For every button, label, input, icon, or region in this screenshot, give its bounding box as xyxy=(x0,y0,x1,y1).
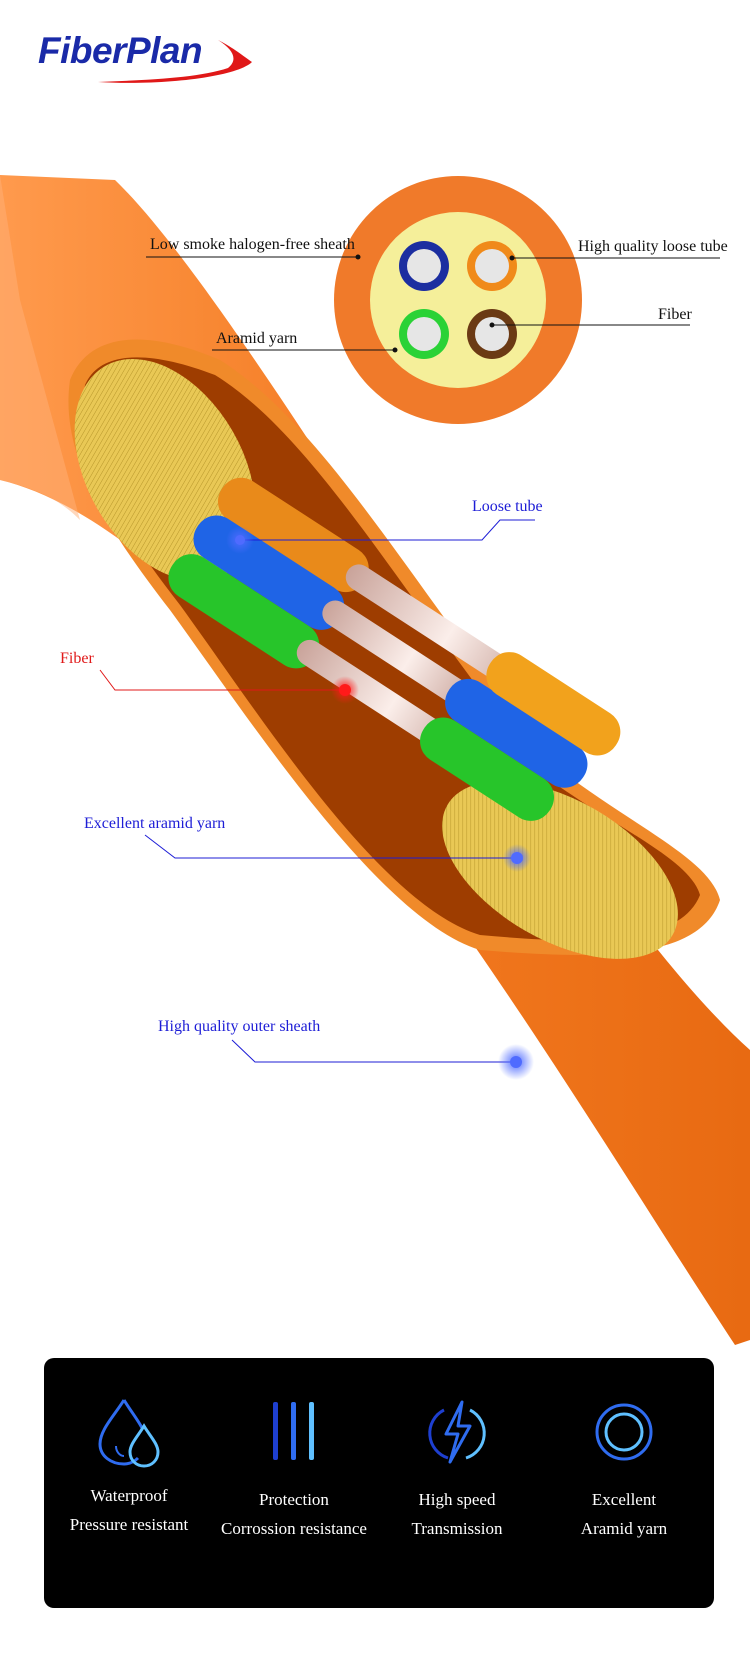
feature-line2: Transmission xyxy=(411,1519,503,1538)
cross-section xyxy=(334,176,582,424)
cable-cutaway xyxy=(68,339,720,959)
feature-aramid: Excellent Aramid yarn xyxy=(539,1358,709,1608)
feature-line1: Excellent xyxy=(591,1490,657,1509)
label-sheath: Low smoke halogen-free sheath xyxy=(150,236,355,253)
label-cable-fiber: Fiber xyxy=(60,650,94,667)
lightning-speed-icon xyxy=(428,1400,486,1464)
feature-line2: Corrossion resistance xyxy=(221,1519,367,1538)
water-drops-icon xyxy=(98,1399,160,1468)
brand-name: FiberPlan xyxy=(38,30,203,71)
feature-line2: Aramid yarn xyxy=(580,1519,668,1538)
features-panel: Waterproof Pressure resistant Protection… xyxy=(44,1358,714,1608)
feature-line1: Waterproof xyxy=(90,1486,168,1505)
brand-logo: FiberPlan xyxy=(38,26,258,86)
label-fiber: Fiber xyxy=(658,306,692,323)
feature-high-speed: High speed Transmission xyxy=(372,1358,542,1608)
cable-illustration xyxy=(0,175,750,1345)
feature-line2: Pressure resistant xyxy=(69,1515,189,1534)
label-cable-outer-sheath: High quality outer sheath xyxy=(158,1018,321,1035)
feature-line1: Protection xyxy=(259,1490,329,1509)
feature-waterproof: Waterproof Pressure resistant xyxy=(44,1358,214,1608)
label-cable-aramid: Excellent aramid yarn xyxy=(84,815,226,832)
label-aramid: Aramid yarn xyxy=(216,330,298,347)
feature-protection: Protection Corrossion resistance xyxy=(209,1358,379,1608)
protection-bars-icon xyxy=(273,1402,314,1460)
logo-swoosh-icon xyxy=(98,40,252,83)
feature-line1: High speed xyxy=(418,1490,496,1509)
concentric-rings-icon xyxy=(595,1403,653,1461)
label-loose-tube: High quality loose tube xyxy=(578,238,728,255)
label-cable-loose-tube: Loose tube xyxy=(472,498,543,515)
